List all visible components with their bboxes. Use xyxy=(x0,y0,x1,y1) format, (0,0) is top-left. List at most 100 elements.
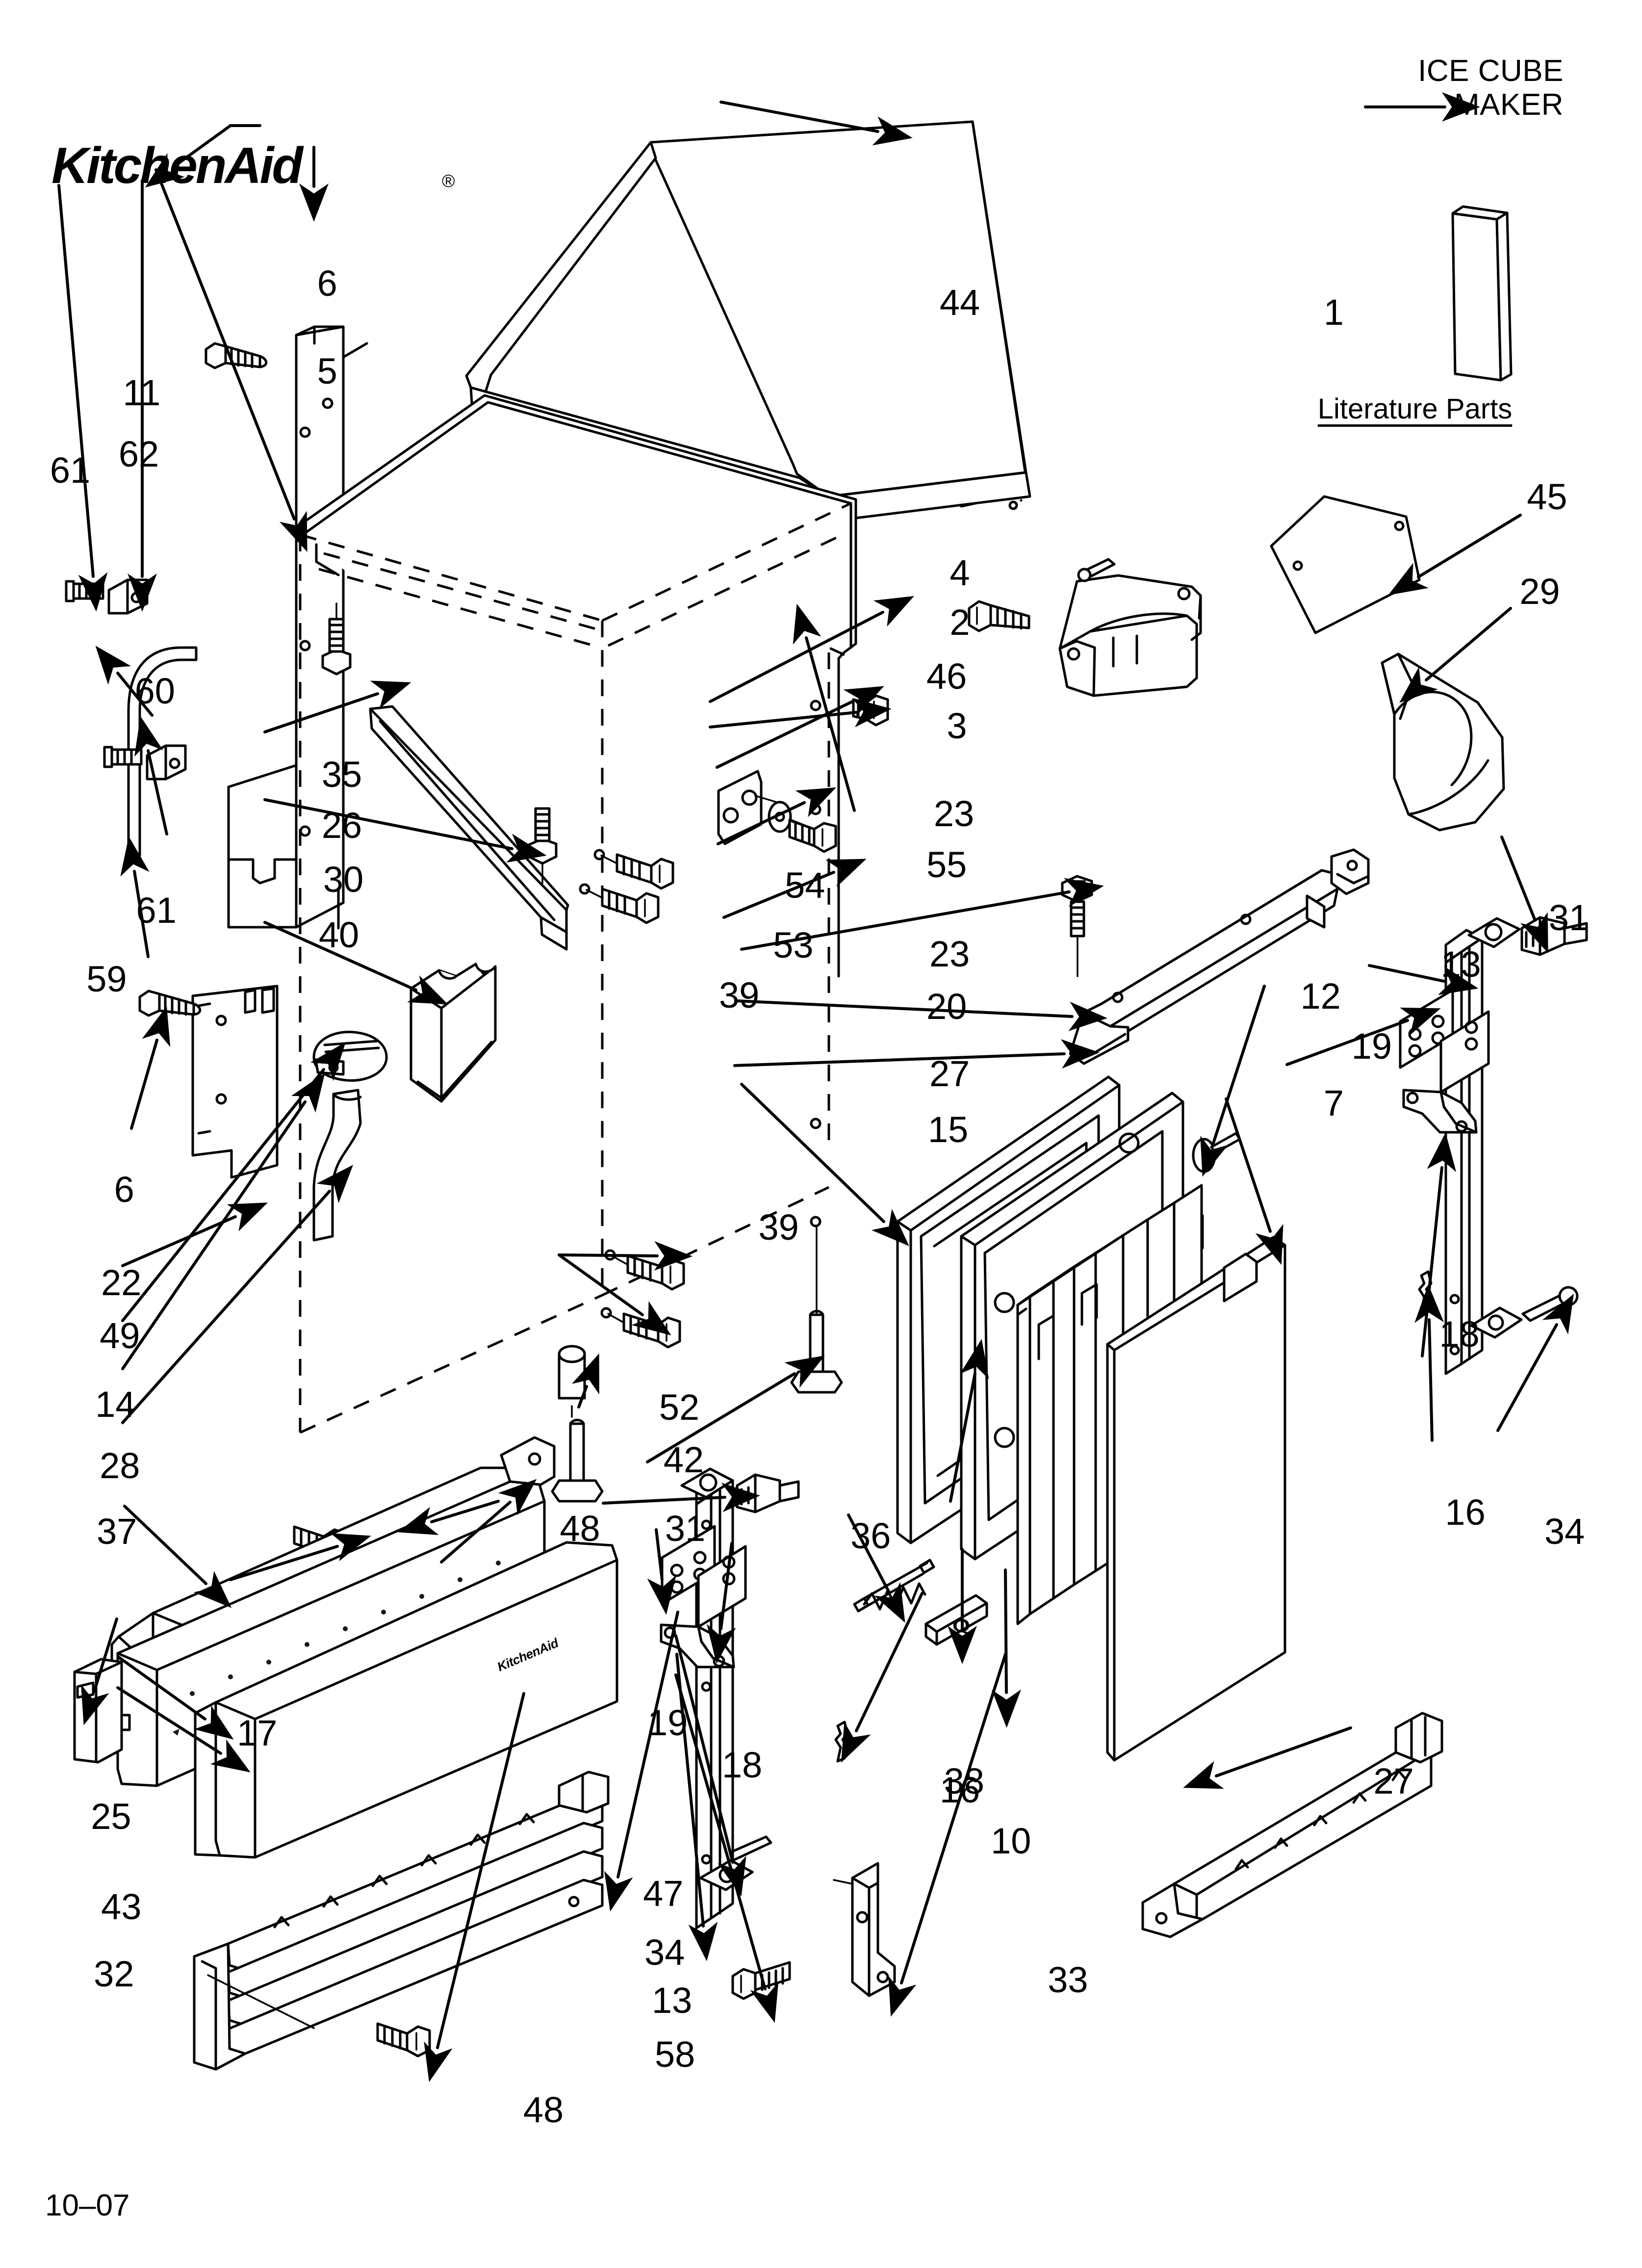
callout-47-toe-grille: 47 xyxy=(643,1873,684,1914)
callout-18-hinge-bracket: 18 xyxy=(721,1745,763,1786)
part-ice-bin-40 xyxy=(410,963,497,1103)
screw-6-lower xyxy=(138,990,202,1017)
part-literature-1 xyxy=(1451,205,1513,382)
callout-53-mounting-plate: 53 xyxy=(773,925,814,966)
callout-28-drain-hose: 28 xyxy=(100,1445,140,1486)
screw-48-lower xyxy=(376,2022,431,2058)
screw-23-a xyxy=(852,694,889,727)
callout-29-ice-scoop: 29 xyxy=(1519,571,1560,612)
callout-19-hinge-plate: 19 xyxy=(1351,1025,1392,1067)
callout-26-light-shield: 26 xyxy=(321,805,362,846)
part-rear-panel-22 xyxy=(191,985,279,1179)
part-door-switch-31-left xyxy=(736,1473,800,1513)
part-drain-hose-28 xyxy=(312,1089,362,1242)
kitchenaid-logo: KitchenAid ® xyxy=(51,137,473,194)
callout-7-door-outer-panel: 7 xyxy=(1323,1082,1344,1123)
callout-46-cabinet-liner: 46 xyxy=(926,656,967,697)
part-drain-tube-59 xyxy=(127,646,198,858)
screw-39-upper-2 xyxy=(579,883,660,924)
part-leveling-leg-42b xyxy=(790,1225,843,1394)
revision-date: 10–07 xyxy=(45,2189,130,2222)
part-ice-scoop-29 xyxy=(1381,652,1505,832)
kitchenaid-wordmark: KitchenAid xyxy=(51,140,304,194)
callout-36-spring: 36 xyxy=(850,1515,891,1556)
registered-mark: ® xyxy=(442,171,455,191)
part-end-cap-25 xyxy=(73,1658,131,1764)
screw-55 xyxy=(788,819,837,853)
callout-27-rail-end-cap: 27 xyxy=(1373,1761,1414,1802)
callout-18-hinge-bracket: 18 xyxy=(1439,1313,1480,1355)
callout-33-bracket: 33 xyxy=(1048,1959,1088,2001)
callout-39-screw: 39 xyxy=(719,974,760,1016)
part-leveling-leg-cap-52 xyxy=(558,1345,586,1424)
callout-30-screw: 30 xyxy=(323,859,364,900)
callout-44-top-cover: 44 xyxy=(939,282,980,323)
callout-25-end-cap: 25 xyxy=(91,1796,131,1837)
part-bracket-33 xyxy=(833,1862,896,1997)
screw-39-upper-1 xyxy=(593,849,674,890)
callout-31-door-switch: 31 xyxy=(1548,897,1590,938)
callout-14-drain-hose-clamp: 14 xyxy=(95,1383,136,1425)
callout-55-screw: 55 xyxy=(926,844,967,886)
callout-19-hinge-plate: 19 xyxy=(647,1702,688,1743)
screw-6-top xyxy=(205,342,268,369)
part-toe-grille-47 xyxy=(193,1771,610,2071)
pin-4 xyxy=(1077,558,1116,582)
callout-60-drain-tube: 60 xyxy=(134,670,175,711)
part-clamp-62 xyxy=(65,578,149,615)
callout-52-leveling-leg-cap: 52 xyxy=(659,1386,700,1428)
part-clip-16-left xyxy=(834,1721,849,1763)
callout-8-door-inner-panel: 8 xyxy=(951,1612,972,1653)
callout-13-door-stile: 13 xyxy=(652,1980,693,2021)
part-roller-pin-38 xyxy=(924,1594,988,1646)
callout-16-clip: 16 xyxy=(1445,1491,1486,1533)
screw-35 xyxy=(321,602,352,676)
callout-59-drain-line: 59 xyxy=(86,958,127,999)
callout-leaders xyxy=(57,92,1574,2082)
part-clamp-61 xyxy=(103,744,187,781)
part-door-stile-13-right xyxy=(1444,917,1523,1375)
callout-1-literature-packet: 1 xyxy=(1323,292,1344,333)
part-hinge-pin-34-right xyxy=(1521,1286,1579,1322)
part-cabinet-46 xyxy=(293,394,857,1434)
part-leveling-leg-42 xyxy=(551,1419,604,1503)
callout-11-left-side-panel: 11 xyxy=(123,372,161,414)
callout-12-push-pin: 12 xyxy=(1300,976,1341,1017)
callout-37-toe-grille-retainer: 37 xyxy=(97,1511,137,1552)
part-push-pin-12 xyxy=(1192,1132,1241,1173)
callout-2-screw: 2 xyxy=(949,601,970,643)
callout-16-clip: 16 xyxy=(939,1769,980,1810)
callout-32-front-grille-panel: 32 xyxy=(94,1954,134,1995)
callout-62-tube-clamp: 62 xyxy=(118,434,159,475)
callout-17-front-panel: 17 xyxy=(237,1712,278,1753)
callout-34-hinge-pin: 34 xyxy=(1544,1511,1585,1552)
callout-27-rail-end-cap: 27 xyxy=(929,1053,970,1095)
callout-4-roller-pin: 4 xyxy=(949,552,970,593)
callout-48-screw: 48 xyxy=(560,1508,600,1549)
callout-40-ice-bin-tray: 40 xyxy=(318,914,359,956)
callout-22-rear-panel: 22 xyxy=(101,1262,142,1303)
callout-23-screw: 23 xyxy=(929,934,970,975)
callout-10-door-liner: 10 xyxy=(991,1821,1031,1862)
callout-20-bracket-rail: 20 xyxy=(926,986,967,1027)
callout-34-hinge-pin: 34 xyxy=(644,1931,685,1973)
screw-58 xyxy=(731,1961,791,2000)
part-door-inner-panel-8 xyxy=(1016,1184,1204,1625)
part-hinge-bracket-18-right xyxy=(1402,1010,1490,1134)
callout-43-trim-strip: 43 xyxy=(101,1886,142,1928)
screw-2 xyxy=(968,600,1030,632)
callout-13-door-stile: 13 xyxy=(1440,943,1481,985)
callout-49-hose-clamp: 49 xyxy=(100,1315,140,1356)
callout-39-screw: 39 xyxy=(758,1207,799,1248)
callout-35-screw: 35 xyxy=(321,754,362,795)
callout-6-screw: 6 xyxy=(317,262,337,304)
part-hose-clamp-49 xyxy=(312,1030,388,1082)
callout-61-clamp-screw: 61 xyxy=(50,450,91,491)
callout-45-access-cover-plate: 45 xyxy=(1527,476,1567,517)
part-left-side-panel-11 xyxy=(227,325,368,930)
callout-42-leveling-leg: 42 xyxy=(663,1439,704,1480)
callout-54-washer: 54 xyxy=(785,865,825,906)
callout-58-screw: 58 xyxy=(654,2034,695,2075)
